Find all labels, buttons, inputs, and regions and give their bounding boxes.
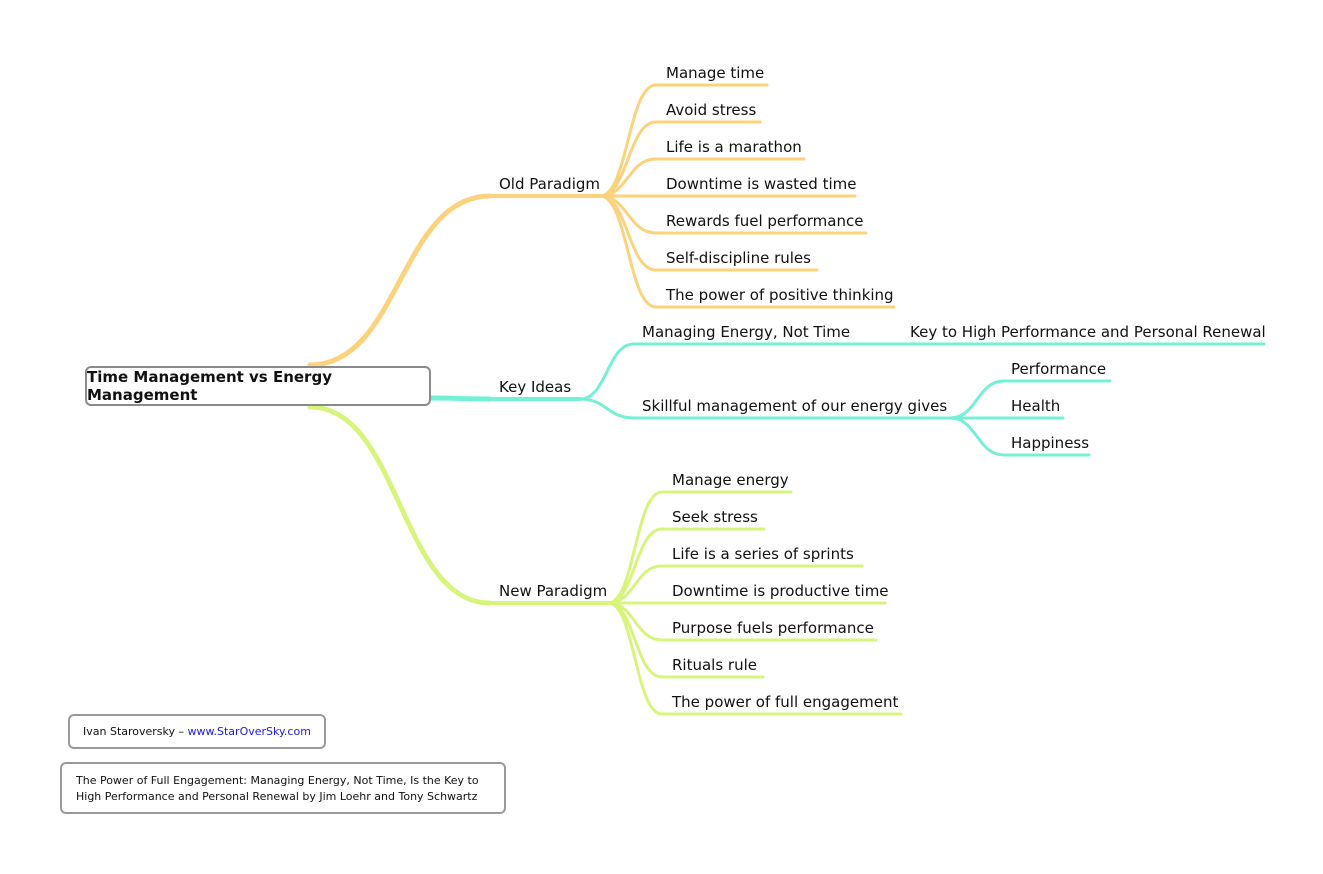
topic-old-item[interactable]: Rewards fuel performance: [666, 212, 864, 230]
topic-old-item[interactable]: Avoid stress: [666, 101, 757, 119]
topic-new-item[interactable]: Seek stress: [672, 508, 758, 526]
edge-new-item: [606, 601, 664, 716]
edge-skillful-item: [948, 379, 1006, 420]
topic-new-item[interactable]: Purpose fuels performance: [672, 619, 874, 637]
author-note: Ivan Staroversky – www.StarOverSky.com: [68, 714, 326, 749]
topic-new-item[interactable]: Life is a series of sprints: [672, 545, 854, 563]
topic-performance[interactable]: Performance: [1011, 360, 1107, 378]
edge-skillful-item: [948, 416, 1006, 457]
edge-key-skillful: [578, 397, 636, 420]
topic-skillful-management[interactable]: Skillful management of our energy gives: [642, 397, 948, 415]
topic-old-item[interactable]: Life is a marathon: [666, 138, 802, 156]
book-note: The Power of Full Engagement: Managing E…: [60, 762, 506, 814]
edge-root-old: [307, 193, 493, 368]
topic-old-item[interactable]: Downtime is wasted time: [666, 175, 857, 193]
author-link[interactable]: www.StarOverSky.com: [187, 725, 311, 738]
edge-old-item: [598, 194, 658, 309]
topic-old-paradigm[interactable]: Old Paradigm: [499, 175, 601, 193]
edge-key-managing: [578, 342, 636, 401]
book-line-1: The Power of Full Engagement: Managing E…: [76, 774, 479, 787]
topic-new-item[interactable]: Rituals rule: [672, 656, 757, 674]
topic-old-item[interactable]: Self-discipline rules: [666, 249, 811, 267]
topic-new-item[interactable]: Manage energy: [672, 471, 789, 489]
topic-health[interactable]: Health: [1011, 397, 1061, 415]
topic-happiness[interactable]: Happiness: [1011, 434, 1090, 452]
topic-old-item[interactable]: Manage time: [666, 64, 765, 82]
topic-managing-energy[interactable]: Managing Energy, Not Time: [642, 323, 851, 341]
author-name: Ivan Staroversky –: [83, 725, 188, 738]
topic-new-item[interactable]: The power of full engagement: [672, 693, 899, 711]
root-topic[interactable]: Time Management vs Energy Management: [85, 366, 431, 406]
topic-old-item[interactable]: The power of positive thinking: [666, 286, 894, 304]
topic-new-paradigm[interactable]: New Paradigm: [499, 582, 608, 600]
topic-key-to-high-performance[interactable]: Key to High Performance and Personal Ren…: [910, 323, 1266, 341]
book-line-2: High Performance and Personal Renewal by…: [76, 790, 478, 803]
topic-key-ideas[interactable]: Key Ideas: [499, 378, 572, 396]
topic-new-item[interactable]: Downtime is productive time: [672, 582, 889, 600]
root-topic-label: Time Management vs Energy Management: [87, 368, 332, 404]
edge-root-key: [428, 395, 493, 402]
edge-root-new: [307, 404, 493, 606]
